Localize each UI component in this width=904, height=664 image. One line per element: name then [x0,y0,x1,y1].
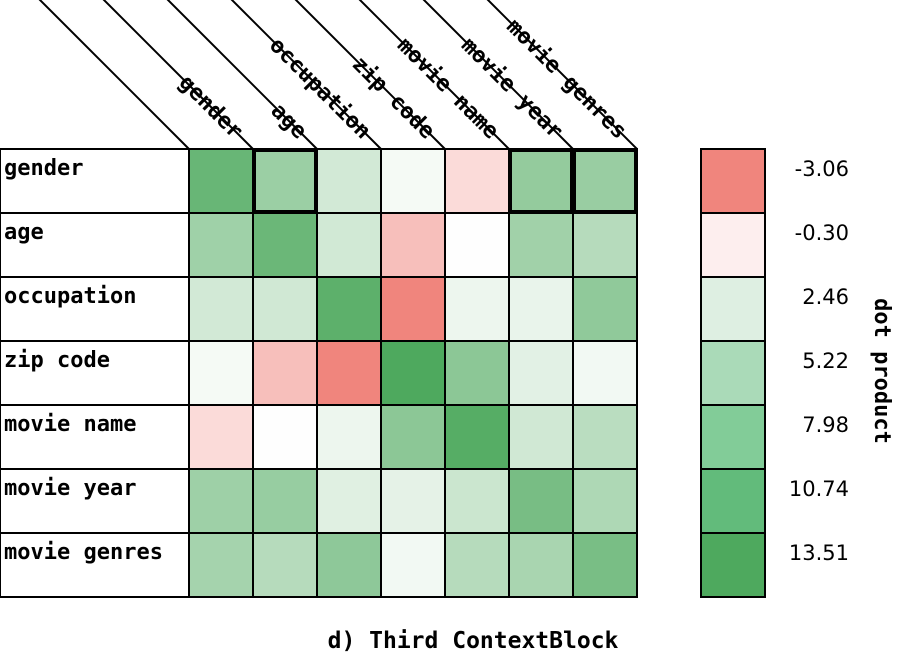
heatmap-cell [508,340,574,406]
heatmap-cell [444,532,510,598]
colorbar-ticks: -3.06 -0.30 2.46 5.22 7.98 10.74 13.51 [789,157,849,565]
heatmap-cells [188,148,638,598]
colorbar-tick-label: 5.22 [802,349,849,373]
heatmap-cell [444,340,510,406]
heatmap-cell [188,532,254,598]
heatmap-cell [252,148,318,214]
heatmap-cell [316,148,382,214]
highlight-border [572,148,638,214]
heatmap-cell [188,212,254,278]
highlighted-cells [252,148,638,214]
row-labels: gender age occupation zip code movie name mov… [4,156,163,565]
heatmap-cell [188,468,254,534]
colorbar-swatch [700,148,766,214]
heatmap-cell [252,212,318,278]
heatmap-cell [188,148,254,214]
column-label: gender [174,70,248,144]
colorbar-swatch [700,340,766,406]
heatmap-cell [316,468,382,534]
heatmap-cell [508,212,574,278]
row-label: movie year [4,476,136,501]
column-divider-line [166,0,318,150]
heatmap-cell [188,340,254,406]
heatmap-cell [316,212,382,278]
row-label-cell [0,468,190,534]
heatmap-cell [380,532,446,598]
colorbar-swatch [700,276,766,342]
column-divider-line [486,0,638,150]
heatmap-cell [444,468,510,534]
heatmap-cell [252,468,318,534]
heatmap-cell [572,276,638,342]
colorbar-swatch [700,404,766,470]
colorbar-swatch [700,212,766,278]
heatmap-cell [188,404,254,470]
row-label: movie genres [4,540,163,565]
heatmap-cell [572,404,638,470]
heatmap-cell [444,404,510,470]
column-divider-line [422,0,574,150]
column-divider-line [358,0,510,150]
heatmap-cell [380,276,446,342]
colorbar-tick-label: 7.98 [802,413,849,437]
heatmap-cell [252,532,318,598]
heatmap-cell [444,148,510,214]
heatmap-cell [572,148,638,214]
column-divider-line [102,0,254,150]
column-divider-line [38,0,190,150]
row-label-cell [0,212,190,278]
column-divider-line [294,0,446,150]
heatmap-cell [444,212,510,278]
heatmap-cell [380,148,446,214]
heatmap-cell [380,212,446,278]
heatmap-cell [380,468,446,534]
heatmap-cell [252,340,318,406]
colorbar-tick-label: -3.06 [795,157,849,181]
row-label-grid [0,148,190,598]
row-label: age [4,220,44,245]
colorbar-swatch [700,532,766,598]
heatmap-cell [572,212,638,278]
heatmap-cell [508,404,574,470]
colorbar [700,148,766,598]
highlight-border [252,148,318,214]
heatmap-cell [188,276,254,342]
heatmap-cell [508,468,574,534]
row-label-cell [0,532,190,598]
heatmap-cell [316,276,382,342]
heatmap-cell [252,276,318,342]
heatmap-cell [380,404,446,470]
column-header-diagonals [38,0,638,150]
heatmap-cell [316,532,382,598]
heatmap-cell [572,468,638,534]
chart-title: d) Third ContextBlock [327,628,619,654]
heatmap-cell [572,340,638,406]
heatmap-cell [316,340,382,406]
colorbar-swatch [700,468,766,534]
heatmap-cell [252,404,318,470]
colorbar-tick-label: 2.46 [802,285,849,309]
row-label: occupation [4,284,136,309]
row-label-cell [0,148,190,214]
heatmap-cell [380,340,446,406]
heatmap-cell [508,532,574,598]
row-label: zip code [4,348,110,373]
row-label: gender [4,156,83,181]
column-divider-line [230,0,382,150]
colorbar-tick-label: 10.74 [789,477,849,501]
heatmap-cell [572,532,638,598]
colorbar-tick-label: -0.30 [795,221,849,245]
colorbar-tick-label: 13.51 [789,541,849,565]
colorbar-label: dot product [869,298,894,444]
heatmap-cell [444,276,510,342]
heatmap-cell [508,148,574,214]
heatmap-cell [316,404,382,470]
heatmap-cell [508,276,574,342]
row-label: movie name [4,412,136,437]
